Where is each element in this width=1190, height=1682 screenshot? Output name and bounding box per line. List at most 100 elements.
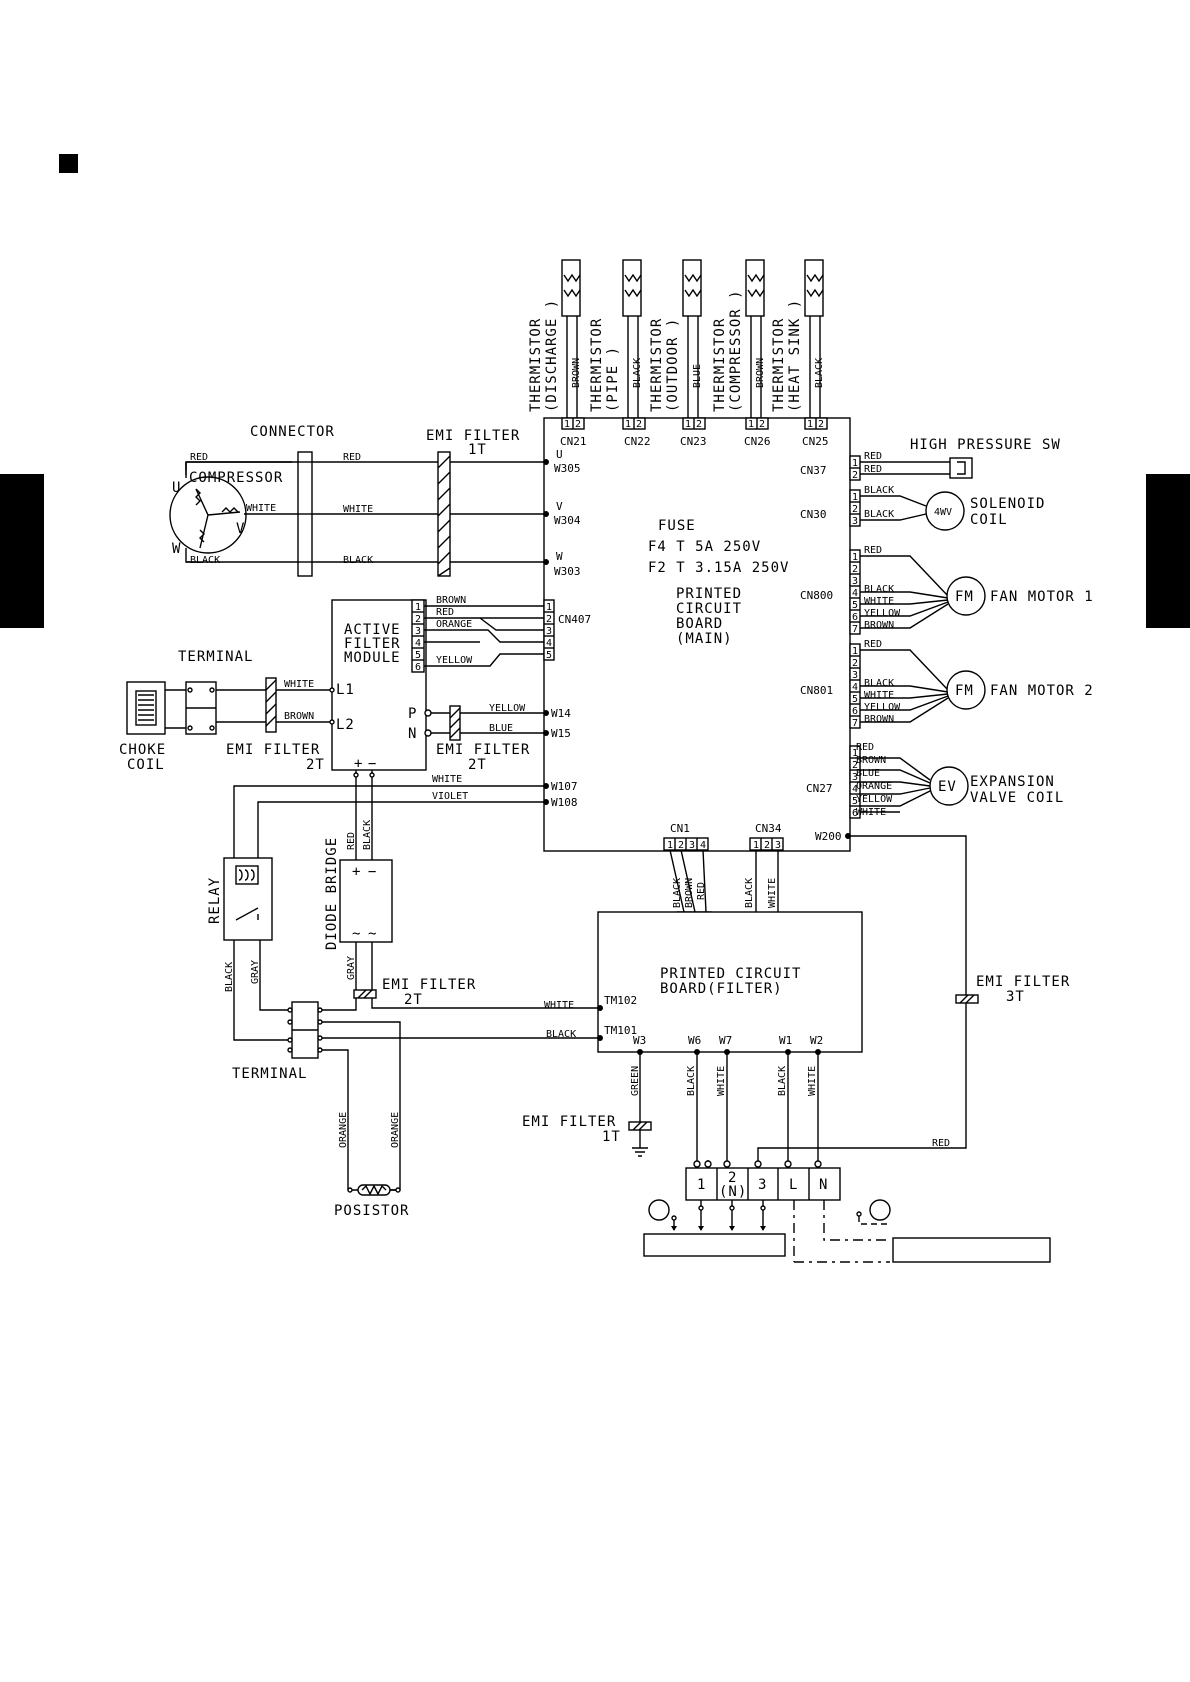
afm-minus: − bbox=[368, 756, 377, 772]
ev-symbol: EV bbox=[938, 779, 957, 795]
svg-text:5: 5 bbox=[546, 650, 552, 661]
term-v: V bbox=[556, 500, 563, 513]
thermistor-2-icon bbox=[622, 259, 642, 317]
svg-text:4: 4 bbox=[700, 840, 706, 851]
tb-1: 1 bbox=[697, 1177, 706, 1193]
comp-wire-white-2: WHITE bbox=[343, 504, 373, 515]
afm-line-1: ACTIVE bbox=[344, 622, 401, 638]
choke-terminal-label: TERMINAL bbox=[178, 649, 253, 665]
hp-wire-red-2: RED bbox=[864, 464, 882, 475]
emi-filter-1t-sub: 1T bbox=[468, 442, 487, 458]
thermistor-2-wire: BLACK bbox=[632, 358, 643, 388]
emi-filter-2t-choke-core bbox=[265, 677, 277, 733]
tm102-wire-white: WHITE bbox=[544, 1000, 574, 1011]
fuse-label: FUSE bbox=[658, 518, 696, 534]
relay-section: RELAY BLACK GRAY DIODE BRIDGE +− ~~ RED … bbox=[207, 770, 598, 1219]
svg-text:5: 5 bbox=[415, 650, 421, 661]
svg-text:~: ~ bbox=[352, 926, 361, 942]
compressor-motor-icon bbox=[169, 476, 247, 554]
svg-text:3: 3 bbox=[546, 626, 552, 637]
emi-filter-1t-label: EMI FILTER bbox=[426, 428, 520, 444]
relay-wire-black: BLACK bbox=[224, 962, 235, 992]
cn34-wire-white: WHITE bbox=[767, 878, 778, 908]
svg-text:4: 4 bbox=[852, 588, 858, 599]
term-w15: W15 bbox=[551, 727, 571, 740]
left-edge-tab bbox=[0, 474, 44, 628]
svg-text:3: 3 bbox=[852, 772, 858, 783]
w1-label: W1 bbox=[779, 1034, 792, 1047]
emi-filter-1t-ground-sub: 1T bbox=[602, 1129, 621, 1145]
choke-label-2: COIL bbox=[127, 757, 165, 773]
thermistor-3-name: THERMISTOR bbox=[649, 318, 665, 412]
svg-text:3: 3 bbox=[415, 626, 421, 637]
main-pcb-title-2: CIRCUIT bbox=[676, 601, 742, 617]
svg-text:1: 1 bbox=[625, 419, 631, 430]
fm1-wire-yellow: YELLOW bbox=[864, 608, 901, 619]
svg-text:+: + bbox=[352, 864, 361, 880]
cn25-label: CN25 bbox=[802, 435, 829, 448]
comp-wire-red-2: RED bbox=[343, 452, 361, 463]
fan-motor-2-icon bbox=[946, 670, 986, 710]
cn37-label: CN37 bbox=[800, 464, 827, 477]
svg-text:5: 5 bbox=[852, 796, 858, 807]
cn1-wire-brown: BROWN bbox=[684, 878, 695, 908]
db-wire-red: RED bbox=[346, 832, 357, 850]
thermistor-2-sub: (PIPE ) bbox=[605, 346, 621, 412]
compressor-section: CONNECTOR COMPRESSOR U V W RED WHITE BLA… bbox=[169, 424, 581, 578]
emi-filter-3t-sub: 3T bbox=[1006, 989, 1025, 1005]
fm2-wire-white: WHITE bbox=[864, 690, 894, 701]
cn800-label: CN800 bbox=[800, 589, 833, 602]
fm2-wire-brown: BROWN bbox=[864, 714, 894, 725]
svg-text:3: 3 bbox=[852, 576, 858, 587]
cn34-label: CN34 bbox=[755, 822, 782, 835]
svg-text:6: 6 bbox=[415, 662, 421, 673]
ev-wire-orange: ORANGE bbox=[856, 781, 892, 792]
svg-text:2: 2 bbox=[852, 564, 858, 575]
tb-3: 3 bbox=[758, 1177, 767, 1193]
choke-wire-brown: BROWN bbox=[284, 711, 314, 722]
term-w108: W108 bbox=[551, 796, 578, 809]
svg-text:4: 4 bbox=[852, 784, 858, 795]
cn1-top-label: CN1 bbox=[670, 822, 690, 835]
w200-label: W200 bbox=[815, 830, 842, 843]
fm2-wire-black: BLACK bbox=[864, 678, 894, 689]
hp-switch-icon bbox=[949, 457, 973, 479]
term-w304: W304 bbox=[554, 514, 581, 527]
svg-text:5: 5 bbox=[852, 694, 858, 705]
svg-text:7: 7 bbox=[852, 624, 858, 635]
term-w303: W303 bbox=[554, 565, 581, 578]
term-w305: W305 bbox=[554, 462, 581, 475]
thermistor-5-wire: BLACK bbox=[814, 358, 825, 388]
thermistor-4-icon bbox=[745, 259, 765, 317]
svg-text:2: 2 bbox=[764, 840, 770, 851]
thermistor-1-name: THERMISTOR bbox=[528, 318, 544, 412]
thermistor-3-wire: BLUE bbox=[692, 364, 703, 388]
cn22-label: CN22 bbox=[624, 435, 651, 448]
sol-wire-black-2: BLACK bbox=[864, 509, 894, 520]
afm-wire-red: RED bbox=[436, 607, 454, 618]
thermistor-2-name: THERMISTOR bbox=[589, 318, 605, 412]
svg-text:1: 1 bbox=[667, 840, 673, 851]
fm1-wire-white: WHITE bbox=[864, 596, 894, 607]
db-wire-black: BLACK bbox=[362, 820, 373, 850]
ground-icon bbox=[632, 1130, 648, 1157]
solenoid-label-2: COIL bbox=[970, 512, 1008, 528]
cn407-label: CN407 bbox=[558, 613, 591, 626]
relay-wire-violet: VIOLET bbox=[432, 791, 468, 802]
compressor-u: U bbox=[172, 480, 181, 496]
svg-text:1: 1 bbox=[546, 602, 552, 613]
comp-wire-white-1: WHITE bbox=[246, 503, 276, 514]
svg-text:2: 2 bbox=[696, 419, 702, 430]
svg-text:1: 1 bbox=[852, 458, 858, 469]
ev-wire-brown: BROWN bbox=[856, 755, 886, 766]
fourwv-label: 4WV bbox=[934, 507, 952, 518]
fm2-wire-red: RED bbox=[864, 639, 882, 650]
svg-text:1: 1 bbox=[852, 748, 858, 759]
emi-filter-3t-label: EMI FILTER bbox=[976, 974, 1070, 990]
svg-text:1: 1 bbox=[564, 419, 570, 430]
cn26-label: CN26 bbox=[744, 435, 771, 448]
filter-pcb-title-1: PRINTED CIRCUIT bbox=[660, 966, 801, 982]
pn-wire-yellow: YELLOW bbox=[489, 703, 526, 714]
